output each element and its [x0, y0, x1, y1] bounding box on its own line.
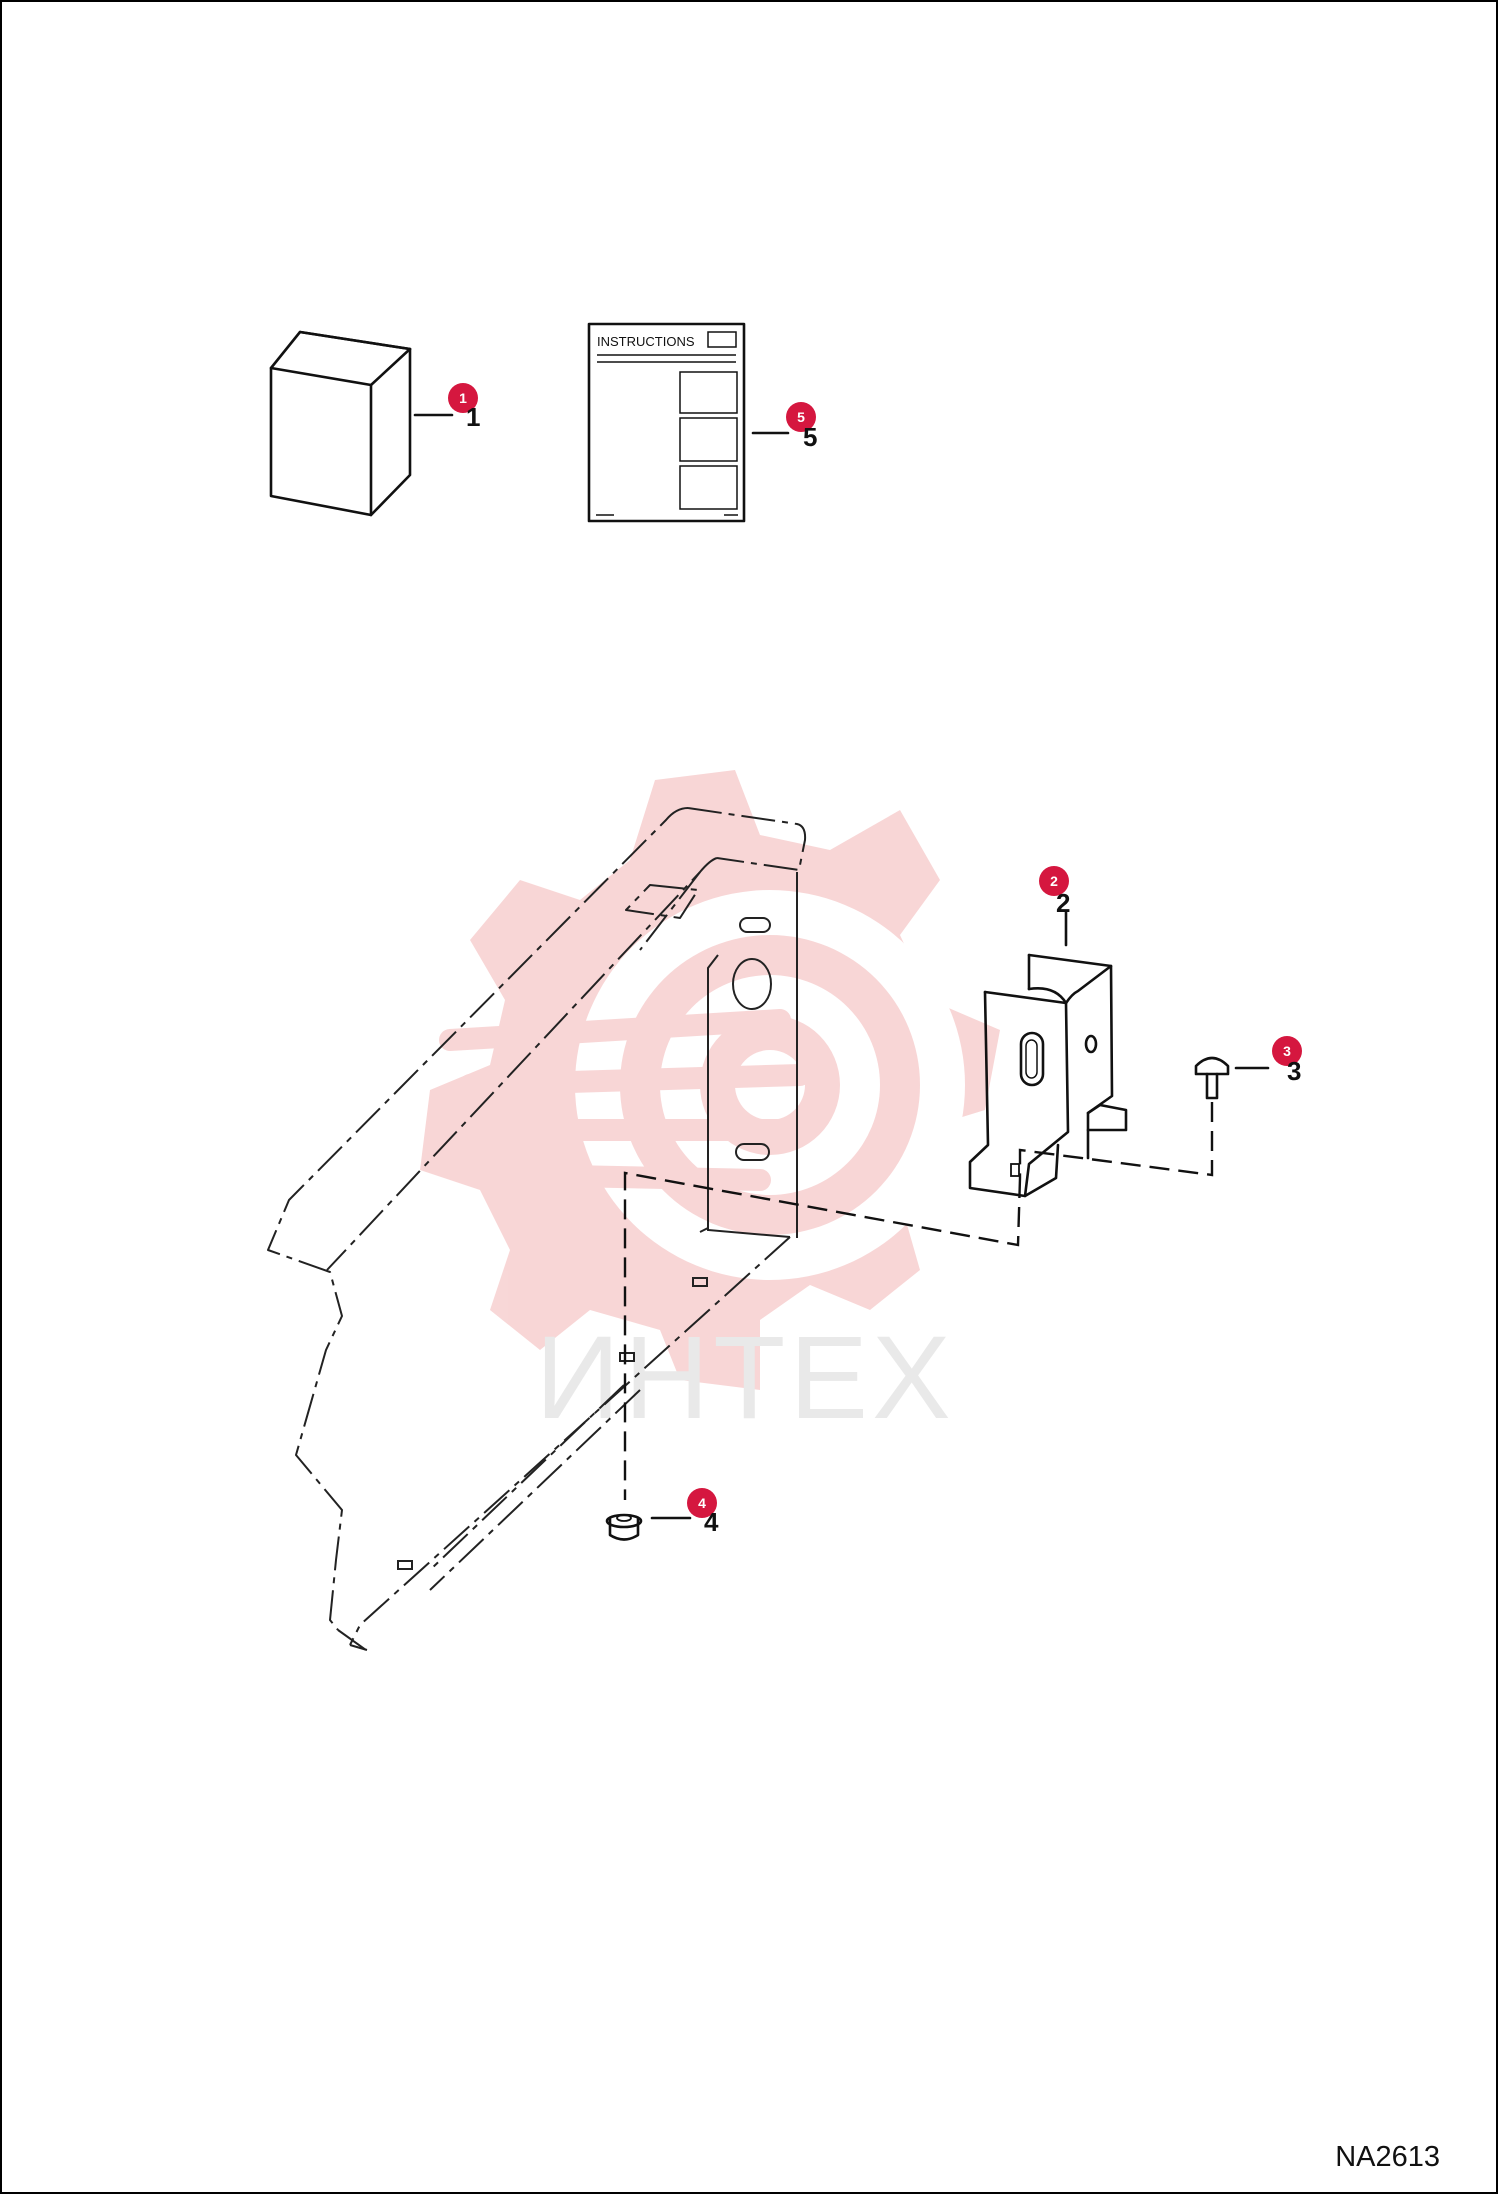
part-5-label: 5 [803, 422, 817, 452]
part-2-label: 2 [1056, 888, 1070, 918]
callout-1-number: 1 [459, 390, 467, 406]
drawing-code: NA2613 [1335, 2141, 1440, 2173]
callout-3[interactable]: 3 3 [1272, 1036, 1302, 1086]
callout-3-number: 3 [1283, 1043, 1291, 1059]
part-1-label: 1 [466, 402, 480, 432]
box-icon [269, 330, 454, 517]
mounting-bracket [968, 910, 1128, 1198]
watermark-text: ИНТЕХ [535, 1312, 955, 1444]
instruction-sheet-icon: INSTRUCTIONS [587, 322, 790, 523]
watermark-logo: ИНТЕХ [420, 770, 1000, 1444]
callout-5[interactable]: 5 5 [786, 402, 817, 452]
part-4-label: 4 [704, 1507, 719, 1537]
callout-2-number: 2 [1050, 873, 1058, 889]
callout-2[interactable]: 2 2 [1039, 866, 1070, 918]
instruction-sheet-title: INSTRUCTIONS [597, 334, 695, 349]
callout-1[interactable]: 1 1 [448, 383, 480, 432]
carriage-bolt [1194, 1056, 1270, 1100]
flange-nut [605, 1513, 692, 1541]
callout-4[interactable]: 4 4 [687, 1488, 719, 1537]
callout-4-number: 4 [698, 1495, 706, 1511]
machine-frame-phantom [267, 807, 807, 1651]
assembly-lines [623, 1102, 1214, 1500]
part-3-label: 3 [1287, 1056, 1301, 1086]
callout-5-number: 5 [797, 409, 805, 425]
